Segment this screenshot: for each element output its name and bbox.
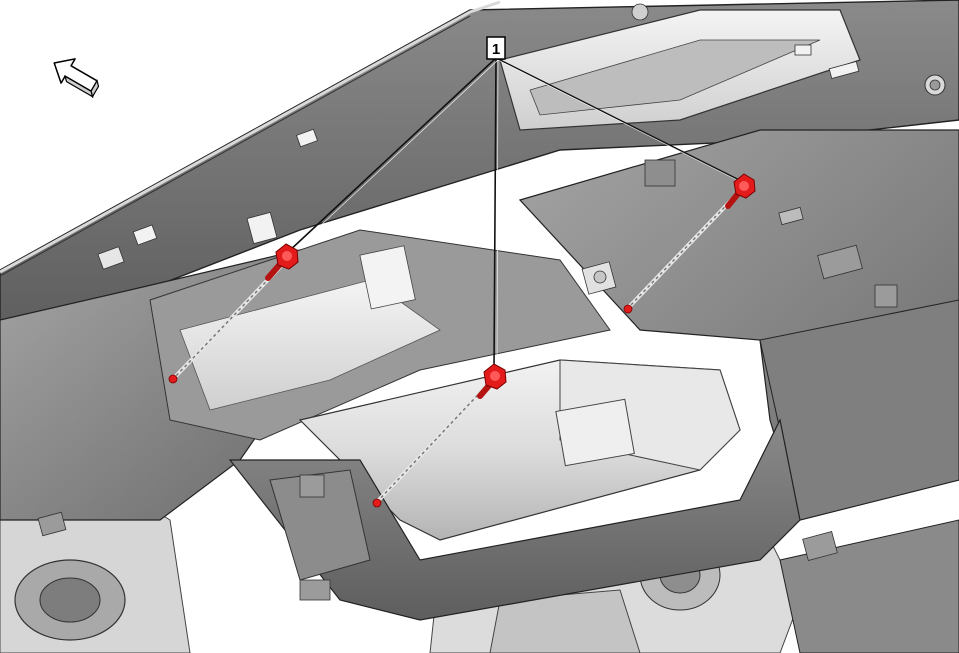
bolt-icon — [725, 173, 756, 209]
fastener-hole-markers — [168, 304, 633, 508]
bolt-icon — [265, 243, 299, 281]
callout-box: 1 — [486, 36, 506, 60]
callout-leader-lines — [286, 57, 740, 369]
fastener-path-dashes — [173, 189, 742, 503]
callout-label: 1 — [492, 41, 500, 58]
callout-leader-highlights — [288, 59, 742, 369]
bolt-icon — [477, 363, 507, 399]
forward-arrow-icon — [53, 58, 100, 99]
